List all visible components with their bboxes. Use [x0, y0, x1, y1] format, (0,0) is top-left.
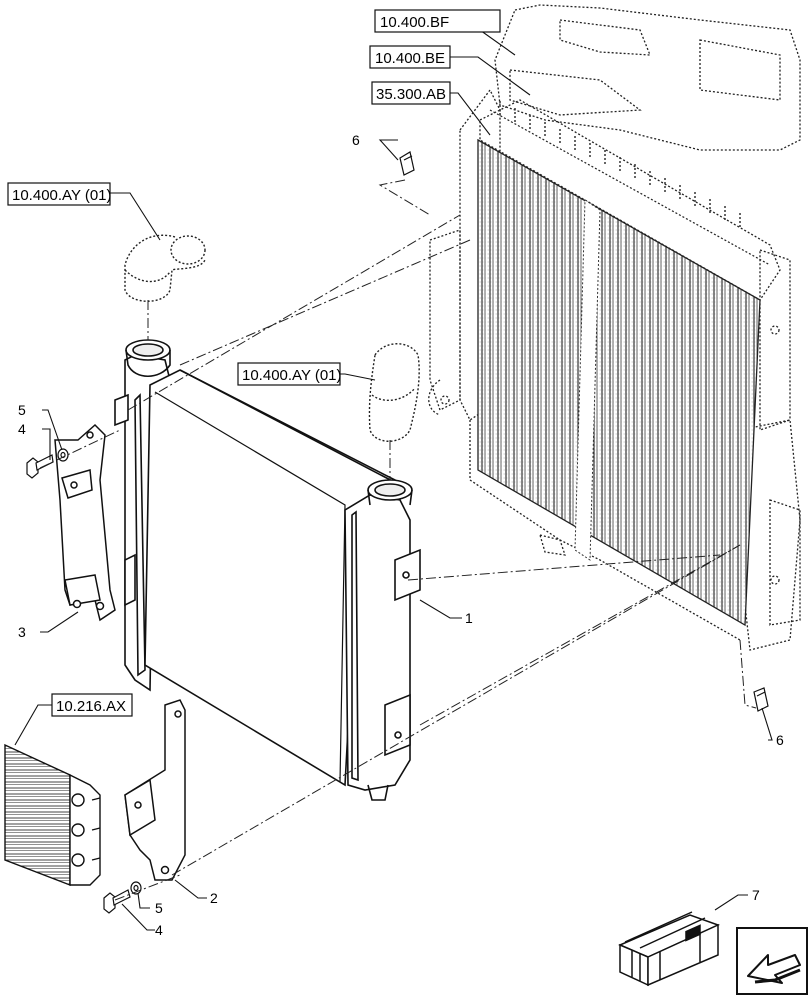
hose-middle: [368, 343, 420, 442]
callout-6-right: 6: [776, 732, 784, 748]
charge-air-cooler: [114, 339, 421, 801]
bolt-left: [26, 454, 54, 479]
ref-box-10-400-ay-middle[interactable]: 10.400.AY (01): [237, 362, 342, 386]
clip-right: [753, 687, 769, 712]
callout-6-top: 6: [352, 132, 360, 148]
callout-5-bottom: 5: [155, 900, 163, 916]
leader-lines: [14, 22, 773, 931]
arrow-icon[interactable]: [736, 927, 808, 995]
radiator-assembly: [428, 4, 801, 651]
ref-box-10-400-ay-upper[interactable]: 10.400.AY (01): [7, 182, 112, 206]
svg-text:10.400.AY (01): 10.400.AY (01): [12, 187, 112, 204]
svg-text:10.400.BE: 10.400.BE: [375, 50, 445, 67]
clip-top: [399, 151, 415, 176]
hose-upper: [124, 234, 206, 302]
svg-text:35.300.AB: 35.300.AB: [376, 86, 446, 103]
svg-text:10.216.AX: 10.216.AX: [56, 698, 126, 715]
callout-7: 7: [752, 887, 760, 903]
callout-3: 3: [18, 624, 26, 640]
svg-text:10.400.BF: 10.400.BF: [380, 14, 449, 31]
callout-4-bottom: 4: [155, 922, 163, 938]
ref-box-10-400-be[interactable]: 10.400.BE: [369, 45, 451, 69]
ref-box-10-216-ax[interactable]: 10.216.AX: [51, 693, 133, 717]
assembly-lines: [39, 179, 757, 901]
ref-box-35-300-ab[interactable]: 35.300.AB: [371, 81, 451, 105]
callout-2: 2: [210, 890, 218, 906]
callout-4-left: 4: [18, 421, 26, 437]
bolt-bottom: [103, 889, 131, 914]
crate-icon: [618, 911, 720, 987]
condenser-partial: [4, 743, 101, 887]
bracket-bottom: [124, 699, 186, 881]
callout-1: 1: [465, 610, 473, 626]
bracket-left: [54, 423, 116, 622]
radiator-core: [477, 100, 771, 627]
ref-box-10-400-bf[interactable]: 10.400.BF: [374, 9, 501, 33]
svg-text:10.400.AY (01): 10.400.AY (01): [242, 367, 342, 384]
callout-5-left: 5: [18, 402, 26, 418]
